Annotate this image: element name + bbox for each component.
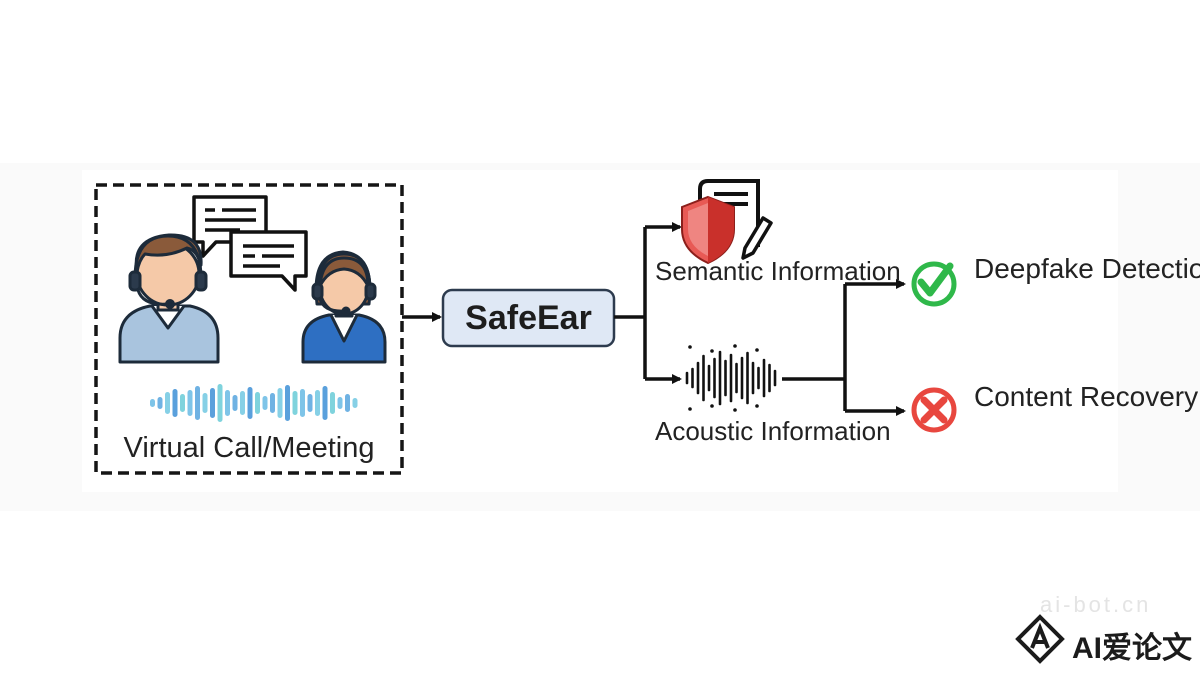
- content-recovery-label: Content Recovery: [974, 381, 1199, 412]
- call-meeting-box: [94, 183, 404, 475]
- female-agent-headset-icon: [301, 250, 387, 364]
- call-meeting-caption: Virtual Call/Meeting: [123, 432, 375, 464]
- check-circle-icon: [911, 261, 957, 307]
- watermark-brand: AI爱论文: [1072, 632, 1192, 665]
- semantic-information-label: Semantic Information: [655, 256, 901, 286]
- branch-connector: [614, 227, 647, 379]
- outcome-connector: [782, 284, 847, 411]
- deepfake-detection-label: Deepfake Detection: [974, 253, 1200, 284]
- shielded-document-icon: [681, 179, 773, 265]
- acoustic-information-label: Acoustic Information: [655, 416, 891, 446]
- watermark-logo-icon: [1015, 614, 1065, 664]
- acoustic-waveform-icon: [685, 344, 777, 412]
- sound-wave-icon: [150, 384, 358, 422]
- male-agent-headset-icon: [118, 233, 220, 364]
- safeear-label: SafeEar: [465, 299, 592, 337]
- cross-circle-icon: [911, 387, 957, 433]
- watermark-url: ai-bot.cn: [1040, 592, 1152, 617]
- chat-bubble-icon: [229, 230, 308, 292]
